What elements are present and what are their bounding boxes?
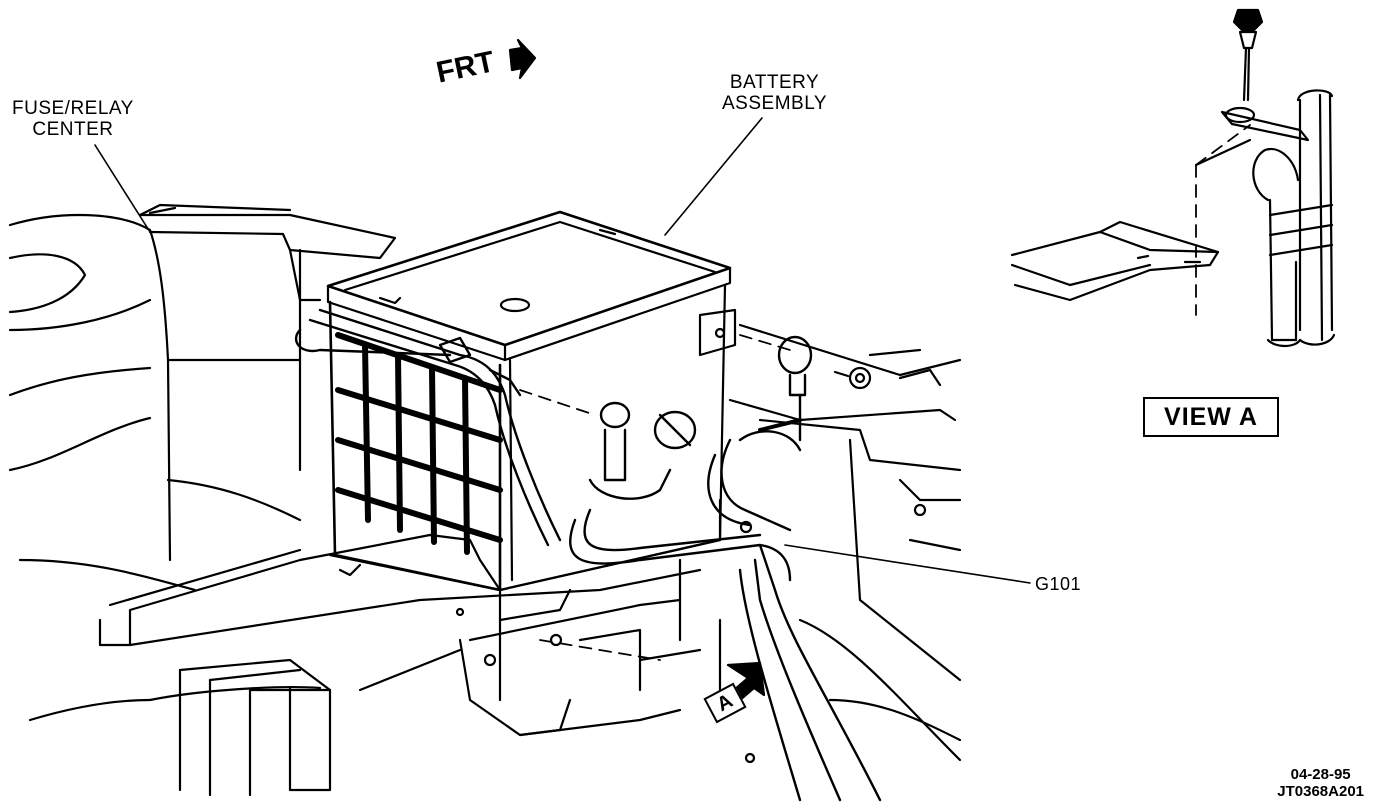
view-a-label: VIEW A xyxy=(1143,397,1279,437)
arrow-right-icon xyxy=(508,38,537,80)
view-a-detail xyxy=(1010,8,1336,348)
battery-label-line2: ASSEMBLY xyxy=(722,93,828,114)
fuse-relay-label-line2: CENTER xyxy=(32,119,114,140)
fuse-relay-label-line1: FUSE/RELAY xyxy=(12,98,134,119)
fuse-relay-center xyxy=(138,203,322,302)
ground-g101-label: G101 xyxy=(1035,574,1082,594)
battery-assembly xyxy=(326,210,737,592)
drawing-date: 04-28-95 xyxy=(1290,766,1351,783)
battery-hold-down-grid xyxy=(335,332,503,555)
battery-assembly-label: BATTERY ASSEMBLY xyxy=(722,72,827,114)
body-structure-left xyxy=(8,213,702,797)
drawing-reference: 04-28-95 JT0368A201 xyxy=(1277,766,1364,800)
installation-dashes xyxy=(519,124,1251,661)
fuse-relay-center-label: FUSE/RELAY CENTER xyxy=(12,98,134,140)
leader-lines xyxy=(94,117,1031,584)
battery-label-line1: BATTERY xyxy=(729,72,820,93)
drawing-code: JT0368A201 xyxy=(1277,783,1364,800)
body-structure-right xyxy=(638,323,962,762)
battery-cables xyxy=(294,308,882,802)
battery-tray xyxy=(328,498,756,764)
